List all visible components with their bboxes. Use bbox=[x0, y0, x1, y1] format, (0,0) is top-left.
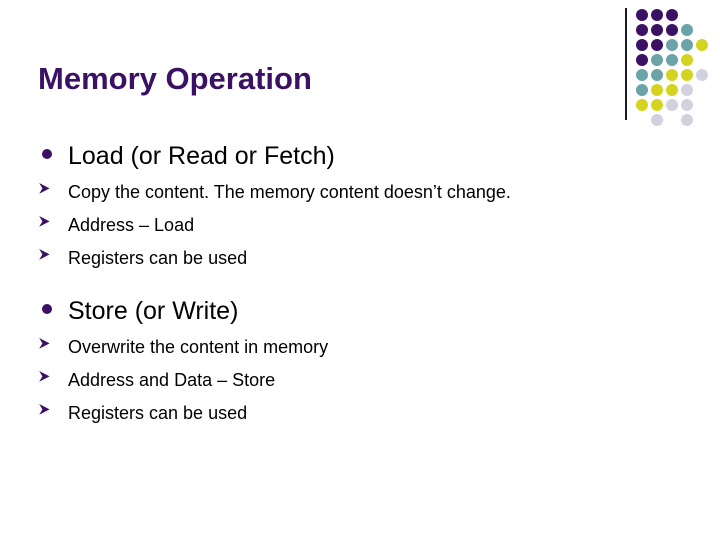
decoration-dot-yellow bbox=[651, 99, 663, 111]
disc-bullet-icon bbox=[30, 304, 68, 314]
arrowhead-bullet-icon bbox=[30, 248, 68, 261]
decoration-dot-yellow bbox=[681, 54, 693, 66]
decoration-dot-teal bbox=[636, 69, 648, 81]
decoration-dot-gray bbox=[651, 114, 663, 126]
decoration-dot-teal bbox=[666, 54, 678, 66]
page-title: Memory Operation bbox=[38, 61, 312, 96]
decoration-dot-purple bbox=[651, 9, 663, 21]
decoration-dot-gray bbox=[681, 99, 693, 111]
decoration-dot-yellow bbox=[651, 84, 663, 96]
bullet-text: Store (or Write) bbox=[68, 297, 239, 325]
arrowhead-bullet-icon bbox=[30, 403, 68, 416]
decoration-dot-purple bbox=[636, 54, 648, 66]
decoration-dot-teal bbox=[636, 84, 648, 96]
arrowhead-bullet-glyph bbox=[39, 404, 50, 415]
decoration-dot-gray bbox=[666, 99, 678, 111]
bullet-list: Load (or Read or Fetch) Copy the content.… bbox=[30, 136, 690, 430]
decoration-dot-purple bbox=[651, 24, 663, 36]
decoration-dot-purple bbox=[636, 9, 648, 21]
decoration-dot-purple bbox=[636, 39, 648, 51]
bullet-item-level1: Store (or Write) bbox=[30, 291, 690, 331]
decoration-dot-teal bbox=[651, 69, 663, 81]
decoration-dot-yellow bbox=[666, 84, 678, 96]
corner-decoration bbox=[612, 0, 720, 130]
bullet-text: Address and Data – Store bbox=[68, 370, 276, 390]
decoration-dot-purple bbox=[636, 24, 648, 36]
arrowhead-bullet-glyph bbox=[39, 338, 50, 349]
section-spacer bbox=[30, 275, 690, 291]
arrowhead-bullet-glyph bbox=[39, 183, 50, 194]
arrowhead-bullet-glyph bbox=[39, 371, 50, 382]
decoration-dot-gray bbox=[681, 84, 693, 96]
decoration-dot-yellow bbox=[696, 39, 708, 51]
dot-grid-icon bbox=[636, 9, 720, 126]
decoration-dot-teal bbox=[666, 39, 678, 51]
bullet-text: Address – Load bbox=[68, 215, 195, 235]
decoration-dot-purple bbox=[666, 24, 678, 36]
decoration-dot-yellow bbox=[681, 69, 693, 81]
decoration-dot-teal bbox=[651, 54, 663, 66]
bullet-item-level2: Address – Load bbox=[30, 209, 690, 242]
decoration-dot-yellow bbox=[666, 69, 678, 81]
decoration-dot-purple bbox=[651, 39, 663, 51]
decoration-dot-teal bbox=[681, 24, 693, 36]
bullet-text: Overwrite the content in memory bbox=[68, 337, 329, 357]
bullet-item-level1: Load (or Read or Fetch) bbox=[30, 136, 690, 176]
arrowhead-bullet-icon bbox=[30, 370, 68, 383]
bullet-text: Load (or Read or Fetch) bbox=[68, 142, 335, 170]
arrowhead-bullet-glyph bbox=[39, 249, 50, 260]
bullet-item-level2: Registers can be used bbox=[30, 242, 690, 275]
decoration-dot-yellow bbox=[636, 99, 648, 111]
decoration-dot-gray bbox=[696, 69, 708, 81]
decoration-dot-purple bbox=[666, 9, 678, 21]
disc-bullet-icon bbox=[30, 149, 68, 159]
bullet-item-level2: Copy the content. The memory content doe… bbox=[30, 176, 690, 209]
arrowhead-bullet-icon bbox=[30, 215, 68, 228]
disc-bullet-shape bbox=[42, 304, 52, 314]
disc-bullet-shape bbox=[42, 149, 52, 159]
arrowhead-bullet-icon bbox=[30, 182, 68, 195]
bullet-item-level2: Registers can be used bbox=[30, 397, 690, 430]
decoration-dot-teal bbox=[681, 39, 693, 51]
bullet-text: Registers can be used bbox=[68, 403, 248, 423]
bullet-item-level2: Overwrite the content in memory bbox=[30, 331, 690, 364]
bullet-text: Registers can be used bbox=[68, 248, 248, 268]
bullet-item-level2: Address and Data – Store bbox=[30, 364, 690, 397]
bullet-text: Copy the content. The memory content doe… bbox=[68, 182, 511, 202]
arrowhead-bullet-icon bbox=[30, 337, 68, 350]
vertical-rule bbox=[625, 8, 627, 120]
decoration-dot-gray bbox=[681, 114, 693, 126]
arrowhead-bullet-glyph bbox=[39, 216, 50, 227]
